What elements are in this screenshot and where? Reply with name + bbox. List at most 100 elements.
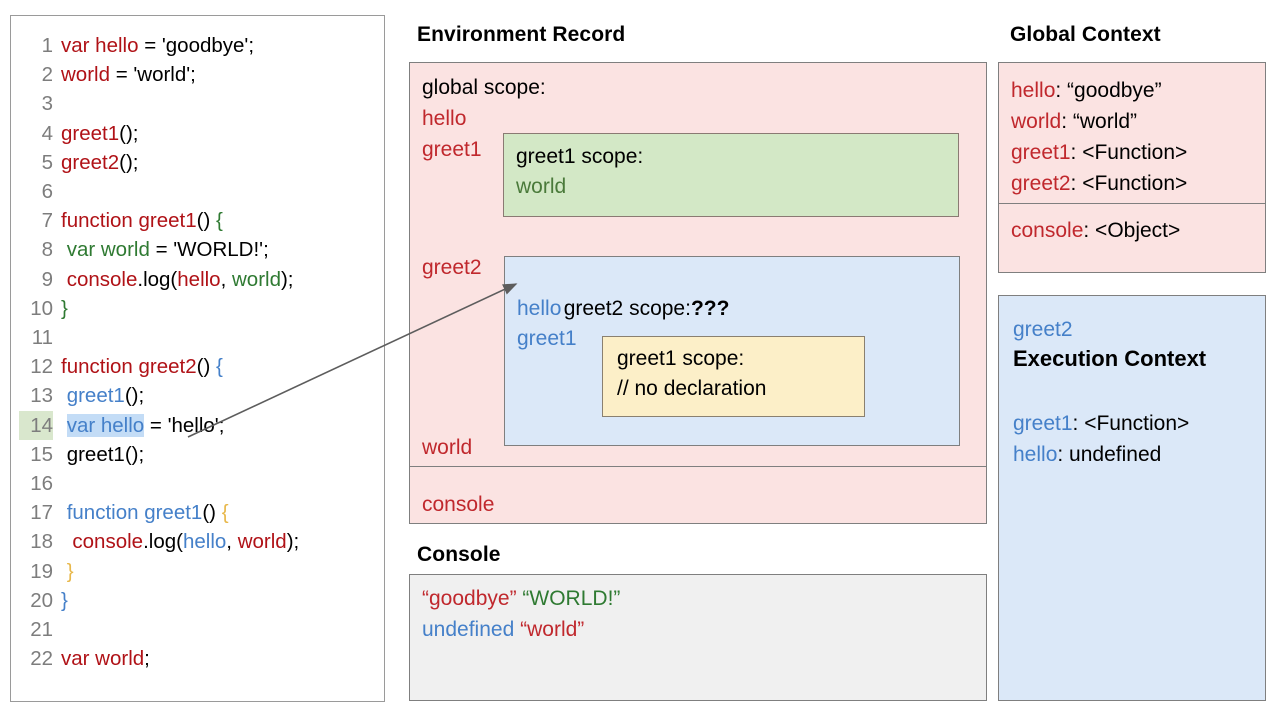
global-context-box: hello: “goodbye” world: “world” greet1: <F… xyxy=(998,62,1266,273)
environment-record-box: global scope: hello greet1 greet1 scope:… xyxy=(409,62,987,524)
code-line[interactable]: 1 var hello = 'goodbye'; xyxy=(11,31,384,60)
code-line[interactable]: 8 var world = 'WORLD!'; xyxy=(11,235,384,264)
greet1-nested-scope-label: greet1 scope: xyxy=(617,347,745,370)
line-number: 15 xyxy=(30,442,53,466)
global-context-entry: hello: “goodbye” xyxy=(1011,75,1162,106)
global-binding-greet2: greet2 xyxy=(422,256,482,279)
code-line[interactable]: 14 var hello = 'hello'; xyxy=(11,410,384,440)
code-token: greet1 xyxy=(66,384,125,408)
code-token: () xyxy=(196,209,216,233)
console-token: “world” xyxy=(520,618,585,641)
code-line-text: var hello = 'goodbye'; xyxy=(61,31,254,60)
line-number: 16 xyxy=(30,472,53,495)
code-token: } xyxy=(61,296,68,320)
code-token: function greet2 xyxy=(61,355,197,379)
code-token: ; xyxy=(132,150,139,174)
line-number: 19 xyxy=(30,559,53,583)
code-line[interactable]: 16 xyxy=(11,469,384,498)
global-context-title: Global Context xyxy=(1010,23,1161,46)
line-number: 4 xyxy=(41,121,53,145)
code-line[interactable]: 6 xyxy=(11,177,384,206)
code-token: , xyxy=(220,267,232,291)
code-line[interactable]: 9 console.log(hello, world); xyxy=(11,265,384,294)
greet2-scope-unknown-marker: ??? xyxy=(690,297,730,320)
code-line[interactable]: 22 var world; xyxy=(11,644,384,673)
line-number: 6 xyxy=(41,180,53,203)
execution-context-scope-name: greet2 xyxy=(1013,318,1073,341)
global-binding-console: console xyxy=(422,493,495,516)
code-token: hello xyxy=(177,267,221,291)
global-context-entry: greet2: <Function> xyxy=(1011,168,1187,199)
line-number: 9 xyxy=(41,267,53,291)
code-line[interactable]: 19 } xyxy=(11,557,384,586)
code-token: } xyxy=(61,588,68,612)
code-token: var world xyxy=(61,647,145,671)
global-binding-greet1: greet1 xyxy=(422,138,482,161)
global-context-divider xyxy=(999,203,1265,204)
code-token: () xyxy=(202,501,222,525)
code-token: var hello xyxy=(61,34,139,57)
greet2-scope-box: greet2 scope:??? hello greet1 greet1 sco… xyxy=(504,256,960,446)
line-number: 22 xyxy=(30,647,53,671)
code-line[interactable]: 20} xyxy=(11,586,384,615)
code-line[interactable]: 11 xyxy=(11,323,384,352)
code-token: hello xyxy=(182,530,227,554)
console-title: Console xyxy=(417,543,501,566)
global-binding-world: world xyxy=(422,436,473,459)
code-line[interactable]: 10} xyxy=(11,294,384,323)
code-line-text: greet1(); xyxy=(61,440,144,469)
code-line-text: var hello = 'hello'; xyxy=(61,411,224,440)
code-line[interactable]: 21 xyxy=(11,615,384,644)
line-number: 11 xyxy=(31,326,53,349)
execution-context-box: greet2 Execution Context greet1: <Functi… xyxy=(998,295,1266,701)
global-context-entry: greet1: <Function> xyxy=(1011,137,1187,168)
console-token: “goodbye” xyxy=(422,587,517,610)
binding-key: console xyxy=(1011,219,1084,242)
code-token: (); xyxy=(124,384,145,408)
binding-value: : “world” xyxy=(1061,110,1138,133)
greet2-scope-binding-hello: hello xyxy=(517,297,562,320)
code-line[interactable]: 4 greet1(); xyxy=(11,119,384,148)
binding-key: world xyxy=(1011,110,1062,133)
code-line[interactable]: 15 greet1(); xyxy=(11,440,384,469)
code-token: = 'WORLD!'; xyxy=(149,238,269,262)
code-line[interactable]: 17 function greet1() { xyxy=(11,498,384,527)
code-token: = 'hello'; xyxy=(144,413,225,437)
code-token: world xyxy=(237,530,287,554)
binding-value: : undefined xyxy=(1057,443,1162,466)
code-token: function greet1 xyxy=(61,209,197,233)
code-token: = 'world'; xyxy=(110,63,196,87)
code-line-text: greet1(); xyxy=(61,119,139,148)
code-token: greet2 xyxy=(61,150,120,174)
line-number: 13 xyxy=(30,384,53,408)
line-number: 1 xyxy=(41,34,53,57)
code-token: ; xyxy=(144,647,150,671)
code-line[interactable]: 18 console.log(hello, world); xyxy=(11,527,384,556)
code-token: function greet1 xyxy=(66,501,203,525)
code-line[interactable]: 13 greet1(); xyxy=(11,381,384,410)
code-line-text: console.log(hello, world); xyxy=(61,265,294,294)
code-line-text: } xyxy=(61,557,74,586)
code-line-text: } xyxy=(61,586,68,615)
binding-key: greet2 xyxy=(1011,172,1071,195)
env-record-divider xyxy=(410,466,986,467)
environment-record-title: Environment Record xyxy=(417,23,626,46)
greet2-scope-label: greet2 scope: xyxy=(563,297,691,320)
global-binding-hello: hello xyxy=(422,107,467,130)
code-token: console xyxy=(66,267,138,291)
code-line-text: } xyxy=(61,294,68,323)
code-token: ); xyxy=(280,267,294,291)
code-token: .log( xyxy=(137,267,178,291)
code-token xyxy=(61,414,67,437)
line-number: 18 xyxy=(30,530,53,554)
code-line[interactable]: 3 xyxy=(11,89,384,118)
code-token: { xyxy=(215,209,223,233)
greet1-scope-binding-world: world xyxy=(516,175,567,198)
execution-context-heading: Execution Context xyxy=(1013,346,1207,371)
